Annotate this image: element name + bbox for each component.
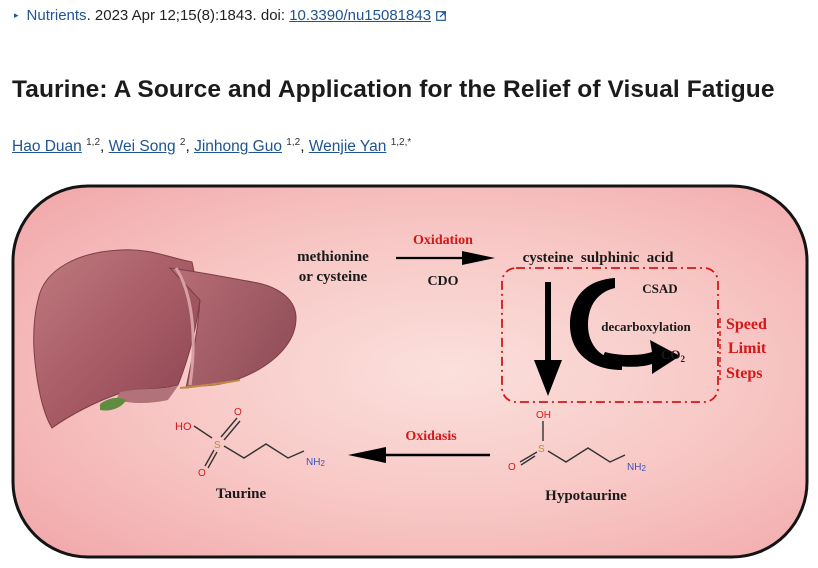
author-link[interactable]: Wei Song [108, 138, 176, 156]
oxidation-label: Oxidation [413, 233, 473, 248]
author-list: Hao Duan 1,2, Wei Song 2, Jinhong Guo 1,… [12, 137, 411, 156]
cysteine-sulphinic-acid: cysteine sulphinic acid [523, 250, 675, 266]
svg-text:HO: HO [175, 421, 192, 433]
graphical-abstract: methionine or cysteine Oxidation CDO cys… [11, 184, 809, 559]
taurine-structure: HO O S O NH2 [175, 407, 325, 479]
csad-label: CSAD [642, 281, 677, 296]
author-affiliation: 1,2,* [390, 137, 412, 148]
decarboxylation-label: decarboxylation [601, 319, 691, 334]
citation-line: ▸ Nutrients. 2023 Apr 12;15(8):1843. doi:… [14, 7, 446, 24]
co2-label: CO2 [661, 347, 686, 364]
author-link[interactable]: Jinhong Guo [194, 138, 282, 156]
substrate-cysteine: or cysteine [299, 269, 368, 285]
doi-link[interactable]: 10.3390/nu15081843 [289, 7, 432, 24]
svg-text:O: O [508, 462, 516, 473]
liver-illustration [33, 249, 297, 429]
decarboxylation-curved-arrow [570, 278, 680, 374]
svg-text:NH2: NH2 [627, 462, 646, 473]
oxidation-arrow [396, 251, 495, 265]
cdo-label: CDO [427, 274, 458, 289]
rate-limit-box [501, 267, 719, 403]
rate-limit-speed: Speed [726, 316, 767, 333]
citation-details: . 2023 Apr 12;15(8):1843. doi: [86, 7, 290, 24]
rate-limit-limit: Limit [728, 340, 767, 357]
journal-link[interactable]: Nutrients [26, 7, 87, 24]
svg-text:O: O [198, 468, 206, 479]
svg-text:S: S [538, 444, 545, 455]
rate-limit-steps: Steps [726, 365, 762, 382]
author-separator: , [300, 138, 309, 156]
taurine-label: Taurine [216, 486, 267, 502]
author-link[interactable]: Hao Duan [12, 138, 82, 156]
oxidasis-label: Oxidasis [405, 429, 457, 444]
oxidasis-arrow [348, 447, 490, 463]
author-affiliation: 2 [179, 137, 186, 148]
author-link[interactable]: Wenjie Yan [308, 138, 387, 156]
author-affiliation: 1,2 [286, 137, 301, 148]
down-arrow [534, 282, 562, 396]
svg-text:S: S [214, 440, 221, 451]
hypotaurine-label: Hypotaurine [545, 488, 627, 504]
svg-text:NH2: NH2 [306, 457, 325, 468]
rate-limit-text: Speed Limit Steps [719, 316, 767, 382]
author-separator: , [100, 138, 109, 156]
svg-text:OH: OH [536, 410, 551, 421]
substrate-methionine: methionine [297, 249, 369, 265]
author-separator: , [185, 138, 195, 156]
author-affiliation: 1,2 [86, 137, 101, 148]
expand-triangle-icon[interactable]: ▸ [14, 10, 19, 20]
external-link-icon[interactable] [436, 11, 446, 21]
svg-text:O: O [234, 407, 242, 418]
hypotaurine-structure: OH S O NH2 [508, 410, 646, 473]
article-title: Taurine: A Source and Application for th… [12, 76, 775, 103]
